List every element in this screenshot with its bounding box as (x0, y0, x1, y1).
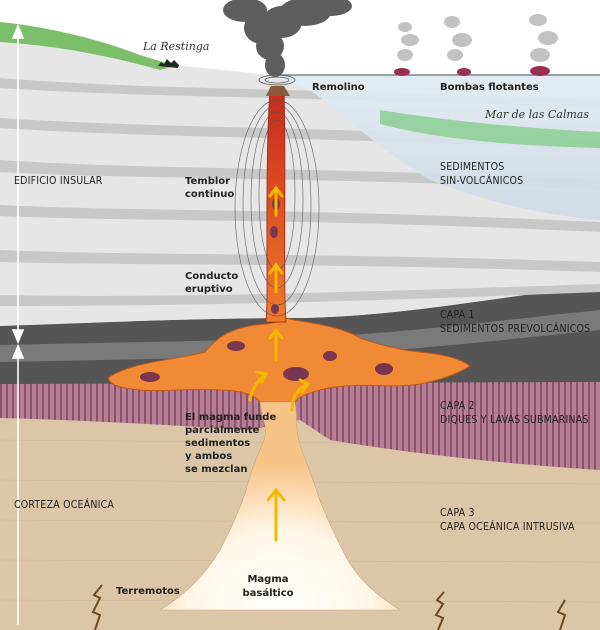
label-bombas-flotantes: Bombas flotantes (440, 82, 539, 93)
label-capa3-1: CAPA 3 (440, 507, 475, 519)
label-magma-funde-3: sedimentos (185, 438, 250, 449)
label-magma-1: Magma (247, 574, 288, 585)
label-magma-2: basáltico (242, 587, 293, 599)
label-temblor-2: continuo (185, 189, 234, 200)
label-capa1-2: SEDIMENTOS PREVOLCÁNICOS (440, 322, 590, 335)
label-magma-funde-4: y ambos (185, 451, 232, 462)
label-capa2-2: DIQUES Y LAVAS SUBMARINAS (440, 414, 589, 426)
label-sedimentos-sin-1: SEDIMENTOS (440, 161, 504, 173)
label-sedimentos-sin-2: SIN-VOLCÁNICOS (440, 174, 523, 187)
label-capa2-1: CAPA 2 (440, 400, 475, 412)
label-edificio-insular: EDIFICIO INSULAR (14, 175, 103, 187)
label-mar-calmas: Mar de las Calmas (484, 108, 589, 121)
label-conducto-2: eruptivo (185, 284, 233, 295)
label-capa1-1: CAPA 1 (440, 309, 475, 321)
label-capa3-2: CAPA OCEÁNICA INTRUSIVA (440, 520, 575, 533)
label-conducto-1: Conducto (185, 271, 238, 282)
label-la-restinga: La Restinga (142, 40, 209, 53)
label-remolino: Remolino (312, 82, 365, 93)
label-corteza-oceanica: CORTEZA OCEÁNICA (14, 498, 114, 511)
label-magma-funde-1: El magma funde (185, 412, 276, 423)
label-magma-funde-5: se mezclan (185, 464, 247, 475)
label-terremotos: Terremotos (116, 586, 180, 597)
label-temblor-1: Temblor (185, 176, 230, 187)
label-magma-funde-2: parcialmente (185, 425, 259, 436)
